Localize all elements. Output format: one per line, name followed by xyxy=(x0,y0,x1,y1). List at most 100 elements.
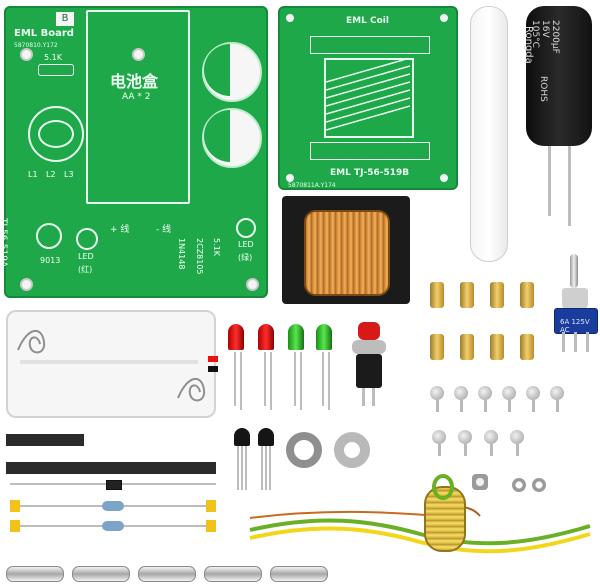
transistor-footprint xyxy=(36,223,62,249)
transformer-winding xyxy=(304,210,390,296)
pad-row-bottom xyxy=(310,142,430,160)
transistor-pin xyxy=(265,446,267,490)
coil-board-title: EML Coil xyxy=(346,16,389,26)
pad-row-top xyxy=(310,36,430,54)
diode xyxy=(10,480,216,490)
screw xyxy=(526,386,540,412)
toggle-pin xyxy=(574,332,577,352)
led-lead xyxy=(240,352,242,410)
coil-board-hole xyxy=(286,174,294,182)
push-button-body xyxy=(352,340,386,354)
coil-silkscreen-lines xyxy=(326,60,410,131)
code-small-text: 5870810.Y172 xyxy=(14,42,58,49)
coil-board-hole xyxy=(440,174,448,182)
eml-coil-pcb: EML Coil EML TJ-56-519B 5870811A.Y174 xyxy=(278,6,458,190)
led-color-label: (红) xyxy=(78,265,93,274)
transistor xyxy=(234,428,250,490)
diode-body xyxy=(106,480,122,490)
green-led xyxy=(288,324,304,350)
toggle-lever xyxy=(570,254,578,288)
lock-washer xyxy=(286,432,322,468)
toggle-spec: 6A 125V AC xyxy=(560,318,590,334)
battery-wire-red xyxy=(208,356,218,362)
screw xyxy=(478,386,492,412)
resistor-label: 5.1K xyxy=(44,53,62,62)
brass-standoff xyxy=(490,334,504,360)
led-lead xyxy=(300,352,302,410)
coil-board-code: 5870811A.Y174 xyxy=(288,182,336,189)
nut xyxy=(472,474,488,490)
magnet-cylinder xyxy=(72,566,130,582)
led-lead xyxy=(328,352,330,410)
board-corner-tag: B xyxy=(56,12,74,26)
mount-hole xyxy=(20,278,33,291)
resistor-tape xyxy=(206,520,216,532)
resistor-tape xyxy=(10,520,20,532)
screw xyxy=(510,430,524,456)
red-led xyxy=(228,324,244,350)
led-lead xyxy=(264,352,266,406)
capacitor-lead xyxy=(568,146,571,226)
electrolytic-capacitor: Rongda 2200μF 16V 105°C ROHS xyxy=(523,6,592,146)
board-side-code: TJ-56-519A xyxy=(0,218,8,268)
push-button-cap xyxy=(358,322,380,340)
eml-board-pcb: B EML Board 5.1K 电池盒 AA * 2 L1 L2 L3 TJ-… xyxy=(0,6,268,298)
coil-board-hole xyxy=(286,14,294,22)
resistor xyxy=(10,500,216,512)
brass-standoff xyxy=(520,334,534,360)
flat-washer xyxy=(334,432,370,468)
transistor xyxy=(258,428,274,490)
resistor-tape xyxy=(10,500,20,512)
resistor-body xyxy=(102,501,124,511)
magnet-cylinder xyxy=(204,566,262,582)
toggle-pin xyxy=(586,332,589,352)
battery-pos-label: + 线 xyxy=(110,225,130,235)
battery-holder xyxy=(6,310,216,418)
coil-label-l1: L1 xyxy=(28,170,38,179)
screw xyxy=(454,386,468,412)
screw xyxy=(458,430,472,456)
battery-wire-black xyxy=(208,366,218,372)
heat-shrink-tube xyxy=(6,462,216,474)
transistor-body xyxy=(234,428,250,446)
battery-spring-icon xyxy=(17,330,46,354)
toggle-nut xyxy=(562,288,588,308)
screw xyxy=(484,430,498,456)
coil-board-footer: EML TJ-56-519B xyxy=(330,168,410,178)
battery-neg-label: - 线 xyxy=(156,225,172,235)
toggle-pin xyxy=(562,332,565,352)
push-button xyxy=(348,322,390,410)
transistor-pin xyxy=(237,446,239,490)
led-lead xyxy=(270,352,272,410)
capacitor-series-text: ROHS xyxy=(538,76,548,102)
screw xyxy=(432,430,446,456)
nut xyxy=(532,478,546,492)
magnet-cylinder xyxy=(270,566,328,582)
led-lead xyxy=(294,352,296,406)
transistor-body xyxy=(258,428,274,446)
brass-standoff xyxy=(490,282,504,308)
transistor-pin xyxy=(261,446,263,490)
brass-standoff xyxy=(460,282,474,308)
push-button-pin xyxy=(362,388,365,406)
brass-standoff xyxy=(430,334,444,360)
coil-footprint xyxy=(28,106,84,162)
screw xyxy=(550,386,564,412)
transistor-pin xyxy=(269,446,271,490)
magnet-cylinder xyxy=(6,566,64,582)
screw-group xyxy=(430,386,570,476)
push-button-thread xyxy=(356,354,382,388)
coil-footprint xyxy=(38,120,74,148)
nut xyxy=(512,478,526,492)
transistor-pin xyxy=(245,446,247,490)
brass-standoff xyxy=(430,282,444,308)
wires-and-toroid xyxy=(249,505,591,554)
capacitor-lead xyxy=(548,146,551,216)
capacitor-spec-text: 2200μF 16V 105°C xyxy=(530,20,560,54)
magnet-cylinder xyxy=(138,566,196,582)
mount-hole xyxy=(246,278,259,291)
transistor-label: 9013 xyxy=(40,256,61,265)
green-led xyxy=(316,324,332,350)
toggle-body xyxy=(554,308,598,334)
coil-board-hole xyxy=(440,14,448,22)
